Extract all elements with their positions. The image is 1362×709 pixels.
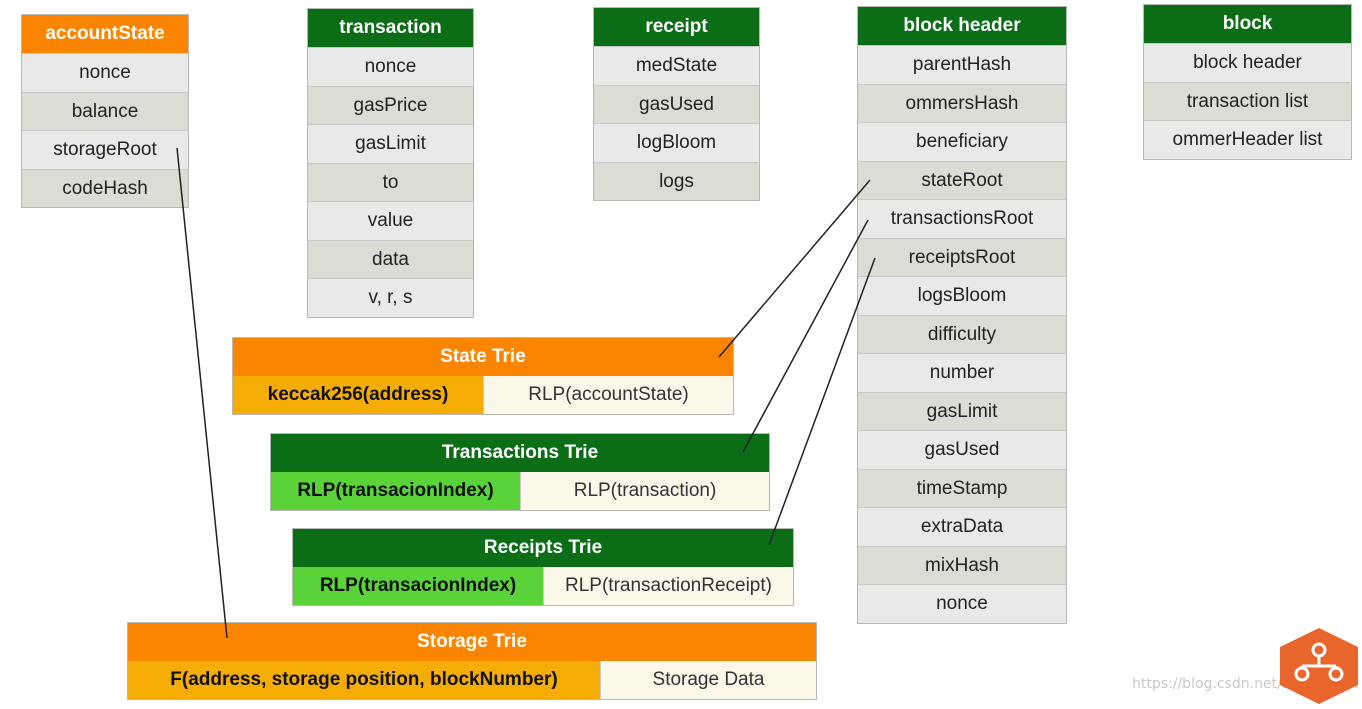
ethereum-tree-logo-icon xyxy=(1280,628,1358,709)
block-header-row: gasLimit xyxy=(858,391,1066,430)
receipts-trie-value: RLP(transactionReceipt) xyxy=(544,567,793,605)
account-state-row: codeHash xyxy=(22,168,188,207)
receipts-root-connector xyxy=(768,257,876,546)
storage-trie-title: Storage Trie xyxy=(128,623,816,661)
transactions-trie-title: Transactions Trie xyxy=(271,434,769,472)
block-header-row: beneficiary xyxy=(858,122,1066,161)
state-trie-title: State Trie xyxy=(233,338,733,376)
block-header-row: timeStamp xyxy=(858,468,1066,507)
transactions-trie-key: RLP(transacionIndex) xyxy=(271,472,521,510)
transaction-row: value xyxy=(308,201,473,240)
block-header-table: block header parentHash ommersHash benef… xyxy=(857,6,1067,624)
block-header-row: ommersHash xyxy=(858,83,1066,122)
receipts-trie-title: Receipts Trie xyxy=(293,529,793,567)
block-header-row: extraData xyxy=(858,507,1066,546)
block-header-row: mixHash xyxy=(858,545,1066,584)
storage-trie: Storage Trie F(address, storage position… xyxy=(127,622,817,700)
block-header-row: number xyxy=(858,353,1066,392)
block-header-row: difficulty xyxy=(858,314,1066,353)
transaction-table: transaction nonce gasPrice gasLimit to v… xyxy=(307,8,474,318)
receipt-title: receipt xyxy=(594,8,759,46)
transaction-row: nonce xyxy=(308,47,473,86)
receipts-trie-key: RLP(transacionIndex) xyxy=(293,567,544,605)
block-row: block header xyxy=(1144,43,1351,82)
state-trie: State Trie keccak256(address) RLP(accoun… xyxy=(232,337,734,415)
block-header-row: parentHash xyxy=(858,45,1066,84)
storage-trie-value: Storage Data xyxy=(601,661,816,699)
block-header-row: receiptsRoot xyxy=(858,237,1066,276)
block-header-row: gasUsed xyxy=(858,430,1066,469)
transaction-row: data xyxy=(308,239,473,278)
block-row: ommerHeader list xyxy=(1144,120,1351,159)
storage-trie-key: F(address, storage position, blockNumber… xyxy=(128,661,601,699)
receipt-row: logBloom xyxy=(594,123,759,162)
block-header-row: transactionsRoot xyxy=(858,199,1066,238)
account-state-row: balance xyxy=(22,91,188,130)
transaction-row: to xyxy=(308,162,473,201)
transaction-row: gasPrice xyxy=(308,85,473,124)
account-state-table: accountState nonce balance storageRoot c… xyxy=(21,14,189,208)
storage-root-connector xyxy=(176,147,228,639)
block-row: transaction list xyxy=(1144,81,1351,120)
account-state-row: nonce xyxy=(22,53,188,92)
transactions-trie-value: RLP(transaction) xyxy=(521,472,769,510)
block-header-row: logsBloom xyxy=(858,276,1066,315)
block-table: block block header transaction list omme… xyxy=(1143,4,1352,160)
receipt-table: receipt medState gasUsed logBloom logs xyxy=(593,7,760,201)
block-title: block xyxy=(1144,5,1351,43)
block-header-row: stateRoot xyxy=(858,160,1066,199)
state-trie-key: keccak256(address) xyxy=(233,376,484,414)
state-root-connector xyxy=(718,179,871,358)
transaction-row: v, r, s xyxy=(308,278,473,317)
receipt-row: medState xyxy=(594,46,759,85)
receipt-row: logs xyxy=(594,161,759,200)
block-header-title: block header xyxy=(858,7,1066,45)
state-trie-value: RLP(accountState) xyxy=(484,376,733,414)
transaction-title: transaction xyxy=(308,9,473,47)
account-state-title: accountState xyxy=(22,15,188,53)
transaction-row: gasLimit xyxy=(308,124,473,163)
receipt-row: gasUsed xyxy=(594,84,759,123)
account-state-row: storageRoot xyxy=(22,130,188,169)
transactions-root-connector xyxy=(742,219,869,453)
block-header-row: nonce xyxy=(858,584,1066,623)
transactions-trie: Transactions Trie RLP(transacionIndex) R… xyxy=(270,433,770,511)
receipts-trie: Receipts Trie RLP(transacionIndex) RLP(t… xyxy=(292,528,794,606)
